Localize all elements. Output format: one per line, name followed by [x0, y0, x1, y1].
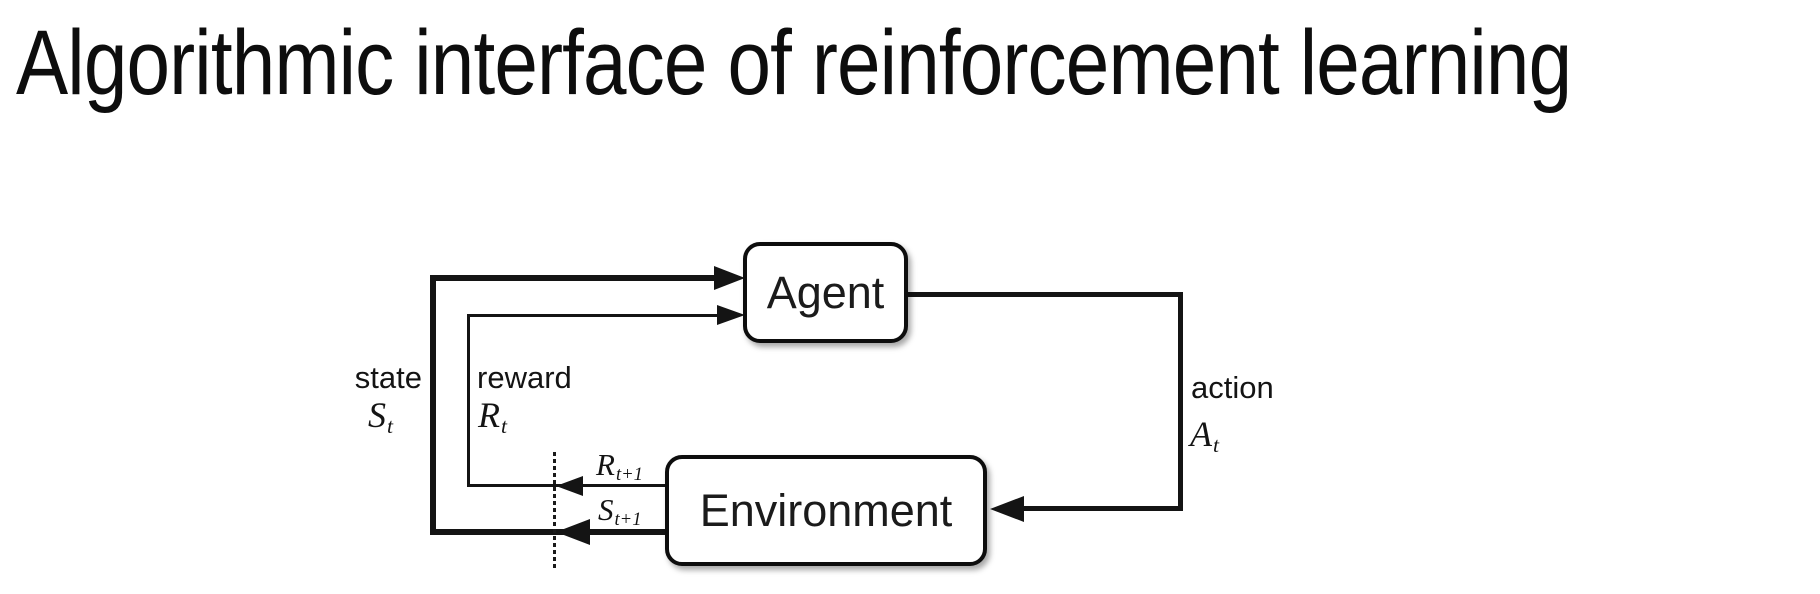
action-symbol-base: A — [1190, 414, 1212, 454]
reward-arrowhead-into-agent — [717, 305, 745, 325]
action-line-to-environment — [1000, 506, 1183, 511]
state-symbol-base: S — [368, 395, 386, 435]
next-state-symbol-subscript: t+1 — [614, 509, 642, 531]
state-word-label: state — [354, 360, 422, 395]
environment-node-label: Environment — [699, 484, 953, 536]
next-reward-symbol-subscript: t+1 — [615, 464, 643, 486]
next-reward-symbol-base: R — [596, 447, 615, 482]
state-line-from-environment — [430, 529, 667, 535]
next-reward-symbol: Rt+1 — [596, 447, 643, 486]
state-line-vertical — [430, 275, 436, 535]
next-state-arrowhead — [556, 519, 590, 545]
next-reward-arrowhead — [556, 476, 583, 496]
next-state-symbol-base: S — [598, 492, 614, 527]
agent-node-label: Agent — [766, 266, 885, 318]
action-symbol: At — [1190, 413, 1219, 458]
next-state-symbol: St+1 — [598, 492, 642, 531]
state-arrowhead-into-agent — [714, 266, 745, 290]
action-arrowhead-into-environment — [990, 496, 1024, 522]
state-symbol-subscript: t — [387, 414, 393, 439]
action-symbol-subscript: t — [1213, 433, 1219, 458]
reward-symbol: Rt — [478, 394, 507, 439]
slide-title: Algorithmic interface of reinforcement l… — [16, 12, 1572, 114]
agent-node: Agent — [743, 242, 908, 343]
state-line-to-agent — [430, 275, 716, 281]
environment-node: Environment — [665, 455, 987, 566]
state-symbol: St — [368, 394, 393, 439]
reward-symbol-base: R — [478, 395, 500, 435]
reward-word-label: reward — [477, 360, 572, 395]
time-step-dashed-boundary — [553, 452, 556, 569]
action-word-label: action — [1191, 370, 1274, 405]
action-line-vertical — [1178, 292, 1183, 511]
action-line-from-agent — [908, 292, 1183, 297]
reward-line-vertical — [467, 314, 470, 486]
reward-symbol-subscript: t — [501, 414, 507, 439]
reward-line-to-agent — [467, 314, 719, 317]
